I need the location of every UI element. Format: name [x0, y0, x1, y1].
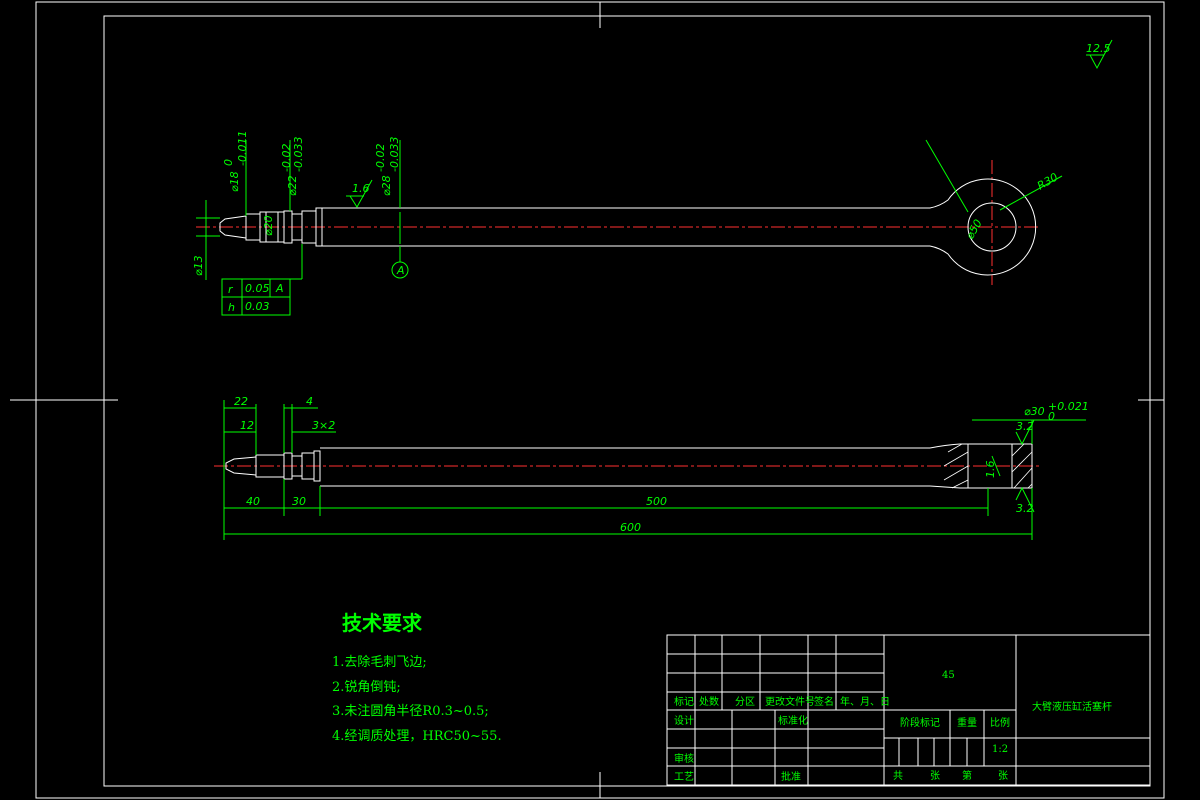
rod-outline-top [219, 178, 1037, 276]
stage-label: 阶段标记 [900, 716, 940, 729]
radius-r30-label: R30 [1035, 171, 1060, 193]
rev-header-date: 年、月、日 [840, 695, 890, 708]
dim-30: 30 [292, 495, 306, 508]
rod-outline-side [225, 443, 1033, 489]
review-label: 审核 [674, 752, 694, 765]
standardization-label: 标准化 [778, 714, 808, 727]
bore-tol-lower: 0 [1048, 410, 1055, 423]
dia-13-label: ⌀13 [192, 255, 205, 276]
tech-req-item-2: 2.锐角倒钝; [332, 680, 401, 695]
side-view: 22 4 12 3×2 40 30 500 600 ⌀30 +0.021 0 3… [214, 395, 1089, 540]
top-view: ⌀18 0 -0.011 ⌀22 -0.02 -0.033 ⌀28 -0.02 … [192, 131, 1063, 316]
datum-a-label: A [396, 264, 405, 277]
bore-roughness-inner: 1.6 [984, 461, 997, 479]
bore-roughness-top: 3.2 [1016, 420, 1034, 433]
bore-dia-label: ⌀30 [1024, 405, 1045, 418]
sheet-number-prefix: 第 [962, 769, 972, 782]
rev-header-mark: 标记 [674, 696, 694, 708]
title-block: 标记 处数 分区 更改文件号 签名 年、月、日 设计 标准化 审核 工艺 批准 … [666, 634, 1151, 786]
sheet-frame [10, 1, 1165, 799]
dim-600: 600 [620, 521, 641, 534]
rev-header-zone: 分区 [735, 696, 755, 708]
dim-22: 22 [234, 395, 248, 408]
tolerance-frame-text: r 0.05 A h 0.03 [228, 282, 284, 314]
tol-row1-symbol: r [228, 283, 234, 296]
dim-4: 4 [306, 395, 313, 408]
title-block-grid [666, 634, 1151, 786]
dia-18-tol-upper: 0 [222, 159, 235, 166]
dia-22-tol-upper: -0.02 [280, 144, 293, 172]
bore-roughness-bottom: 3.2 [1016, 502, 1034, 515]
approve-label: 批准 [781, 770, 801, 783]
dia-28-tol-upper: -0.02 [374, 144, 387, 172]
dia-28-label: ⌀28 [380, 175, 393, 196]
bore-tol-upper: +0.021 [1048, 400, 1089, 413]
scale-label: 比例 [990, 716, 1010, 729]
part-name: 大臂液压缸活塞杆 [1032, 700, 1112, 713]
dim-chamfer: 3×2 [312, 419, 335, 432]
dim-40: 40 [246, 495, 260, 508]
sheet-number-suffix: 张 [998, 770, 1008, 782]
rev-header-sign: 签名 [814, 695, 834, 708]
tech-req-item-4: 4.经调质处理，HRC50~55. [332, 729, 502, 744]
section-hatch [943, 443, 1033, 489]
dia-22-label: ⌀22 [286, 175, 299, 196]
side-view-dimensions [223, 400, 1086, 540]
weight-label: 重量 [957, 716, 977, 729]
rev-header-doc: 更改文件号 [765, 695, 815, 708]
general-roughness-symbol [1086, 39, 1113, 70]
dia-20-label: ⌀20 [262, 215, 275, 236]
sheet-total-suffix: 张 [930, 770, 940, 782]
tech-req-title: 技术要求 [342, 611, 423, 635]
technical-requirements: 技术要求 1.去除毛刺飞边; 2.锐角倒钝; 3.未注圆角半径R0.3~0.5;… [332, 611, 502, 744]
process-label: 工艺 [674, 771, 694, 783]
tol-row2-symbol: h [228, 301, 235, 314]
dim-500: 500 [646, 495, 667, 508]
tech-req-item-1: 1.去除毛刺飞边; [332, 655, 427, 670]
tol-row2-value: 0.03 [245, 300, 270, 313]
dia-28-tol-lower: -0.033 [388, 137, 401, 172]
rod-roughness-value: 1.6 [352, 182, 370, 195]
design-label: 设计 [674, 714, 694, 727]
general-roughness-value: 12.5 [1086, 42, 1111, 55]
dia-18-label: ⌀18 [228, 171, 241, 192]
dim-12: 12 [240, 419, 254, 432]
sheet-total-prefix: 共 [893, 770, 903, 782]
top-view-dimensions [196, 139, 1063, 316]
dia-22-tol-lower: -0.033 [292, 137, 305, 172]
dia-18-tol-lower: -0.011 [236, 131, 249, 166]
rev-header-count: 处数 [699, 695, 719, 708]
material-value: 45 [942, 670, 955, 681]
tol-row1-datum: A [275, 282, 284, 295]
tol-row1-value: 0.05 [245, 282, 270, 295]
scale-value: 1:2 [992, 744, 1008, 755]
tech-req-item-3: 3.未注圆角半径R0.3~0.5; [332, 704, 489, 719]
eye-dia-label: ⌀50 [963, 217, 985, 241]
